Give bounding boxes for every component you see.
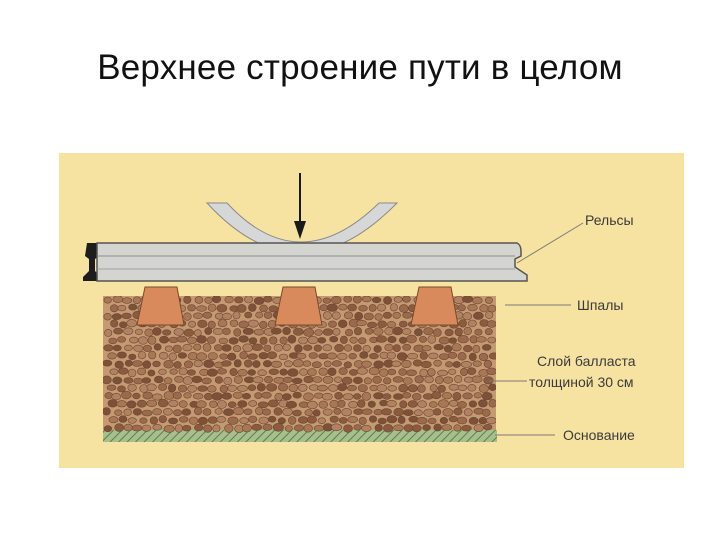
sleeper xyxy=(410,286,459,326)
rail-body xyxy=(96,242,528,282)
slide-title: Верхнее строение пути в целом xyxy=(97,48,623,87)
label-base: Основание xyxy=(563,427,635,443)
track-structure-diagram: Рельсы Шпалы Слой балласта толщиной 30 с… xyxy=(59,153,684,468)
sleeper xyxy=(136,286,185,326)
label-sleepers: Шпалы xyxy=(577,297,623,313)
label-ballast-1: Слой балласта xyxy=(537,353,636,369)
label-rail: Рельсы xyxy=(585,212,634,228)
sleeper xyxy=(274,286,323,326)
leader-lines xyxy=(489,222,584,436)
down-arrow-icon xyxy=(294,173,306,239)
base-layer xyxy=(103,430,497,442)
label-ballast-2: толщиной 30 см xyxy=(529,374,634,390)
rail xyxy=(83,242,528,282)
sleepers xyxy=(136,286,459,326)
leader-rail xyxy=(516,222,584,264)
